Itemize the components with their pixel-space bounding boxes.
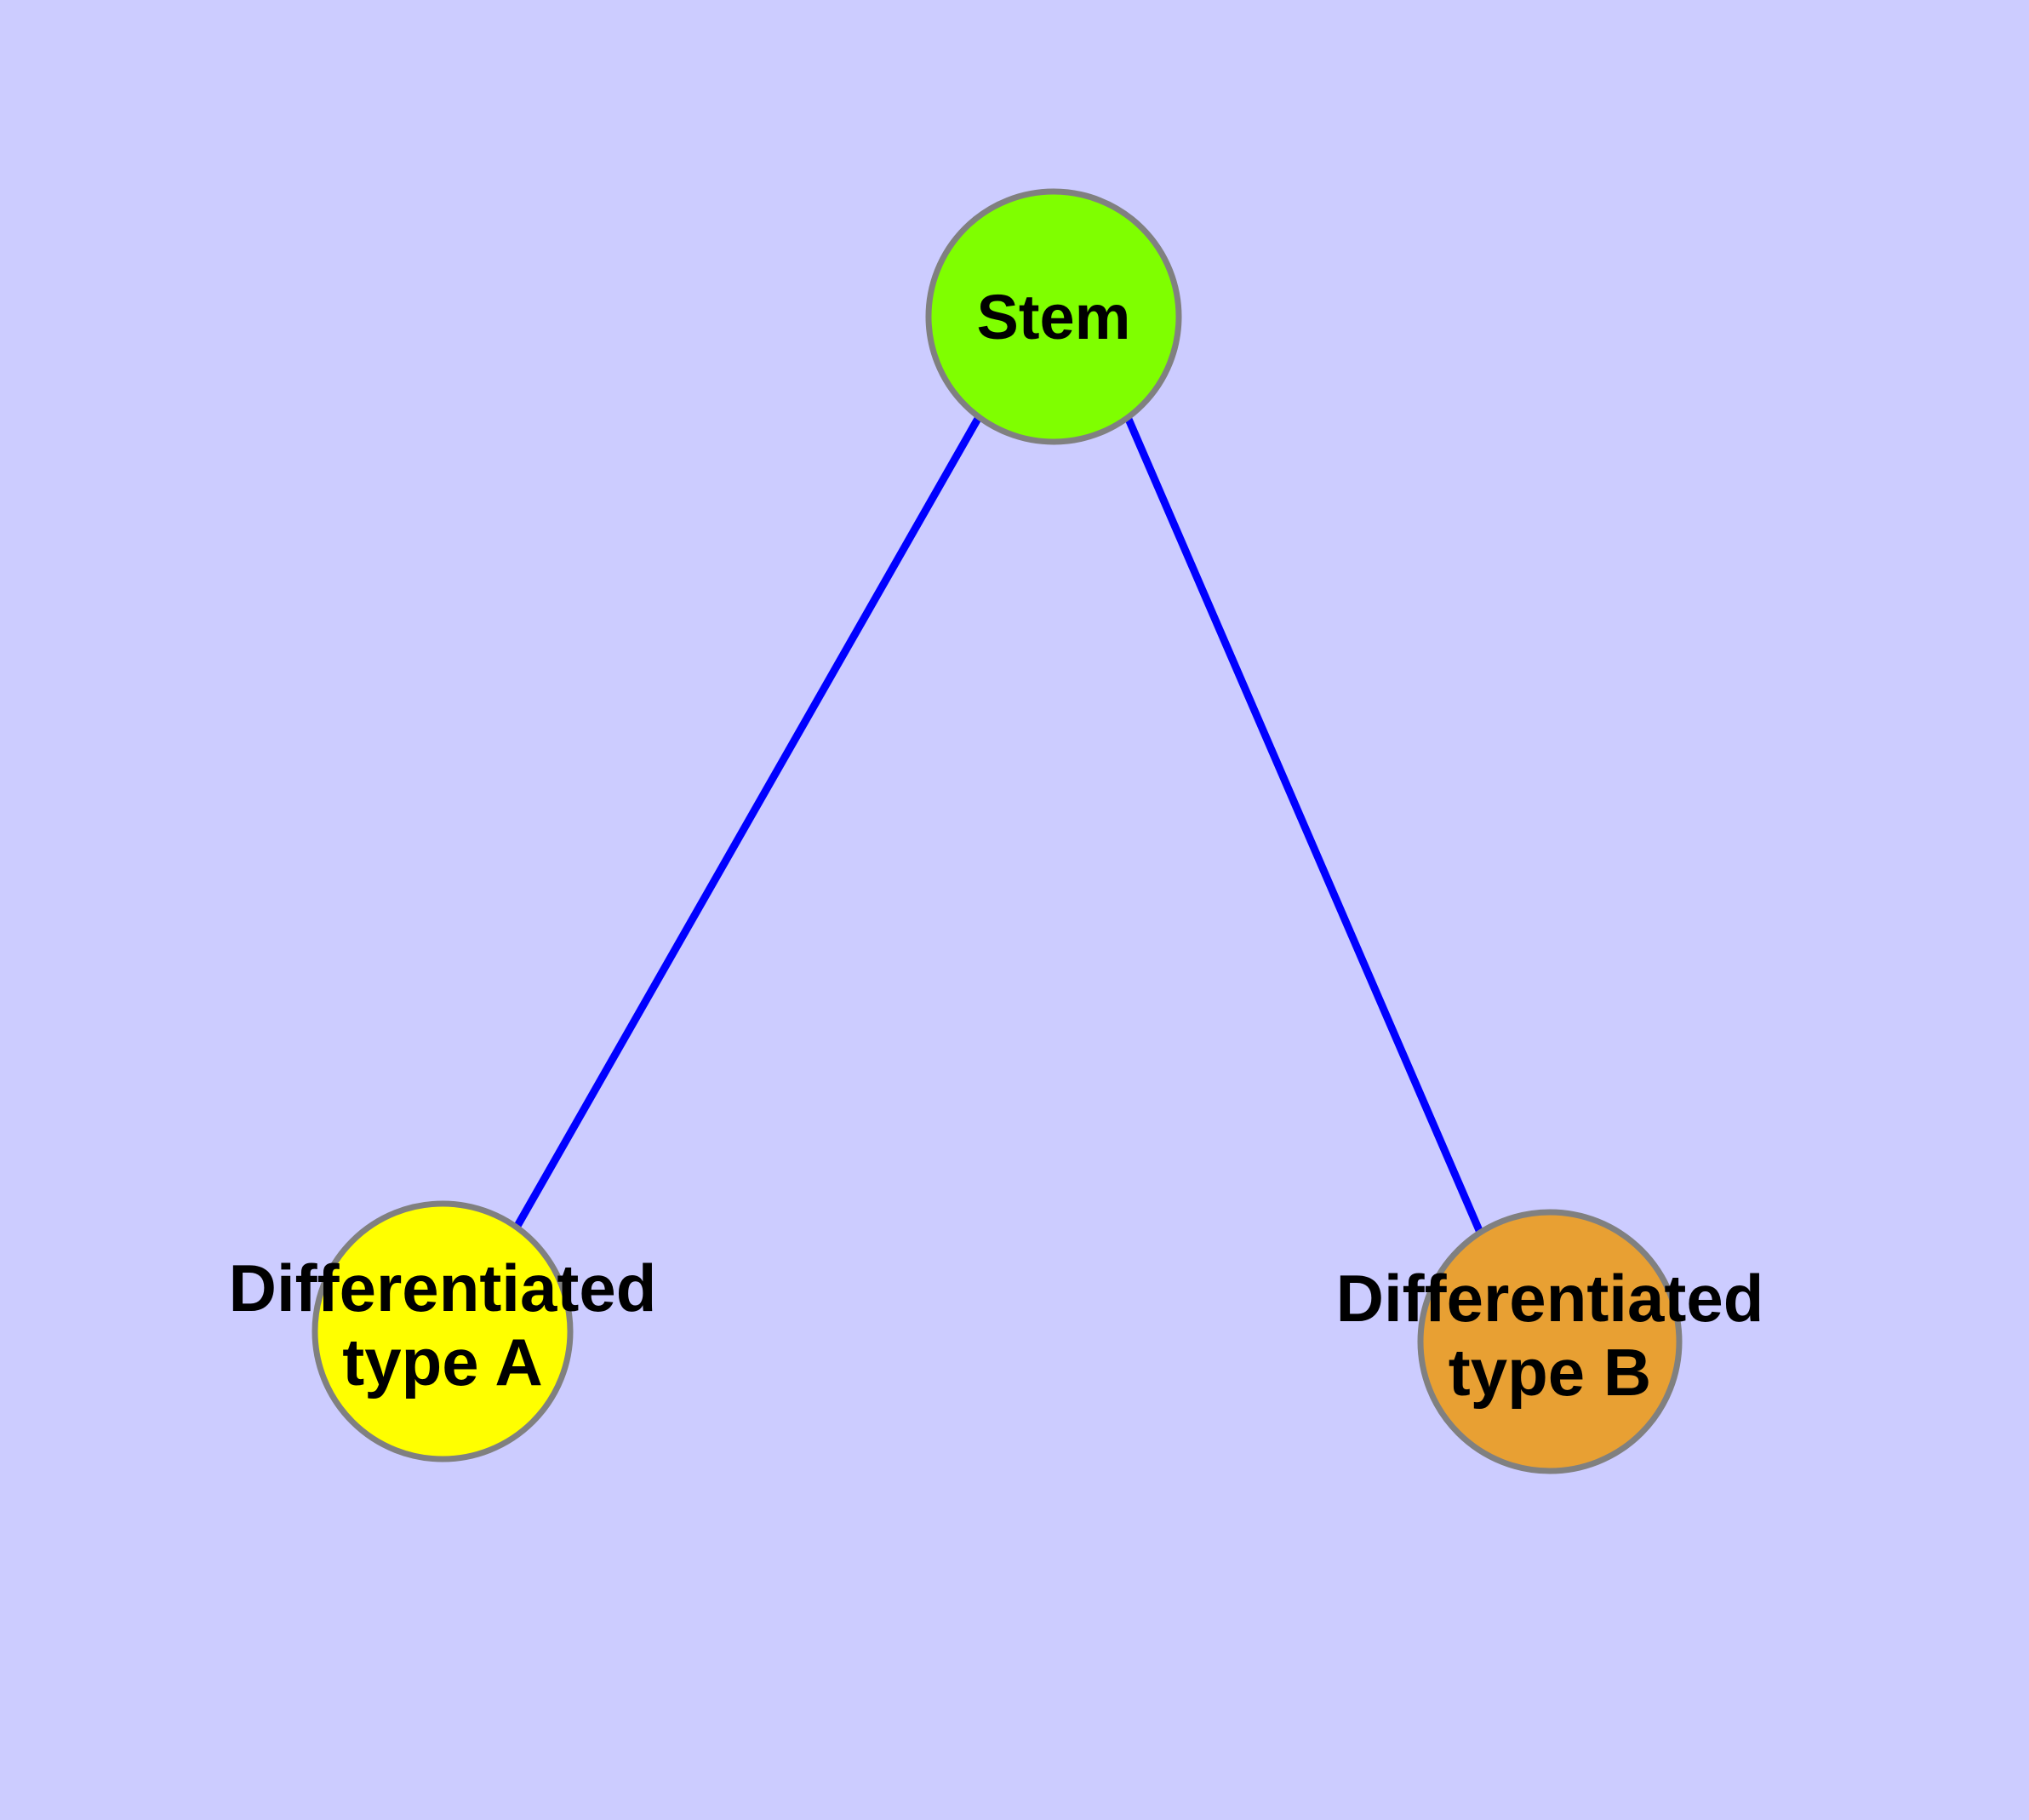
edge-stem-to-differentiated-type-a[interactable]: [514, 415, 982, 1228]
node-differentiated-type-a[interactable]: [311, 1200, 574, 1462]
node-differentiated-type-b[interactable]: [1417, 1209, 1683, 1474]
node-layer: [311, 188, 1683, 1474]
edge-layer: [514, 415, 1485, 1236]
edge-stem-to-differentiated-type-b[interactable]: [1123, 415, 1485, 1236]
node-stem[interactable]: [925, 188, 1182, 445]
